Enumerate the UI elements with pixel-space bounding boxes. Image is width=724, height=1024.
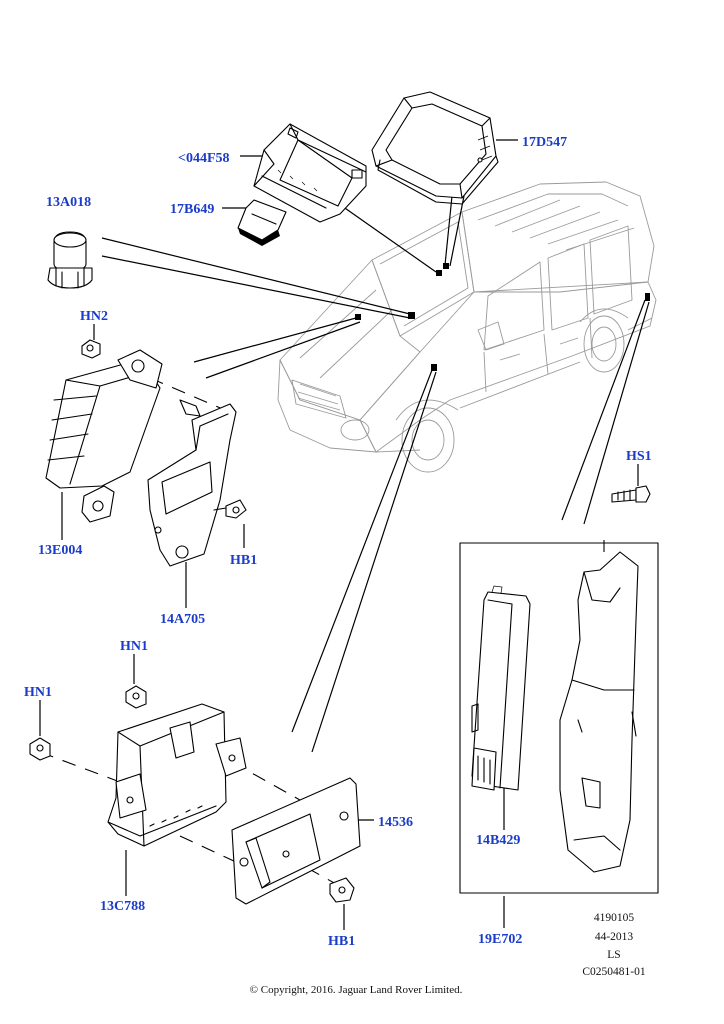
label-044F58[interactable]: <044F58 <box>178 151 230 166</box>
part-13E004-module[interactable] <box>45 349 163 523</box>
label-13C788[interactable]: 13C788 <box>100 899 145 914</box>
location-markers <box>355 263 650 371</box>
part-19E702-bracket[interactable] <box>559 551 639 873</box>
part-13A018-sensor[interactable] <box>47 231 93 289</box>
label-17B649[interactable]: 17B649 <box>170 202 214 217</box>
label-HN2[interactable]: HN2 <box>80 309 108 324</box>
reference-line-4: C0250481-01 <box>582 966 646 978</box>
label-14B429[interactable]: 14B429 <box>476 833 520 848</box>
label-HB1-lower[interactable]: HB1 <box>328 934 355 949</box>
part-HN2-nut[interactable] <box>81 339 101 359</box>
part-14B429-module[interactable] <box>471 585 531 791</box>
part-17B649-module[interactable] <box>237 199 287 246</box>
reference-block: 4190105 44-2013 LS C0250481-01 <box>582 912 646 978</box>
reference-line-2: 44-2013 <box>595 931 634 943</box>
part-HB1-bolt-lower[interactable] <box>329 877 355 903</box>
part-labels: <044F58 17D547 13A018 17B649 HN2 13E004 … <box>24 135 652 949</box>
copyright-notice: © Copyright, 2016. Jaguar Land Rover Lim… <box>250 984 463 996</box>
label-HS1[interactable]: HS1 <box>626 449 652 464</box>
label-HN1-upper[interactable]: HN1 <box>120 639 148 654</box>
label-13E004[interactable]: 13E004 <box>38 543 82 558</box>
label-14A705[interactable]: 14A705 <box>160 612 205 627</box>
part-HS1-screw[interactable] <box>611 485 651 503</box>
part-HN1-nut-left[interactable] <box>29 737 51 761</box>
label-17D547[interactable]: 17D547 <box>522 135 567 150</box>
part-044F58-housing[interactable] <box>253 123 367 223</box>
part-14A705-bracket[interactable] <box>147 399 237 567</box>
part-14536-bracket[interactable] <box>231 777 361 905</box>
leader-lines <box>39 139 650 930</box>
part-HN1-nut-upper[interactable] <box>125 685 147 709</box>
label-13A018[interactable]: 13A018 <box>46 195 91 210</box>
label-HN1-left[interactable]: HN1 <box>24 685 52 700</box>
detail-box-19E702 <box>459 542 659 894</box>
reference-line-1: 4190105 <box>594 912 635 924</box>
reference-line-3: LS <box>607 949 620 961</box>
part-17D547-sensor[interactable] <box>371 91 499 205</box>
label-HB1-upper[interactable]: HB1 <box>230 553 257 568</box>
part-HB1-bolt-upper[interactable] <box>213 499 247 519</box>
vehicle-illustration <box>277 181 657 473</box>
part-13C788-module[interactable] <box>107 703 247 847</box>
label-19E702[interactable]: 19E702 <box>478 932 522 947</box>
label-14536[interactable]: 14536 <box>378 815 413 830</box>
